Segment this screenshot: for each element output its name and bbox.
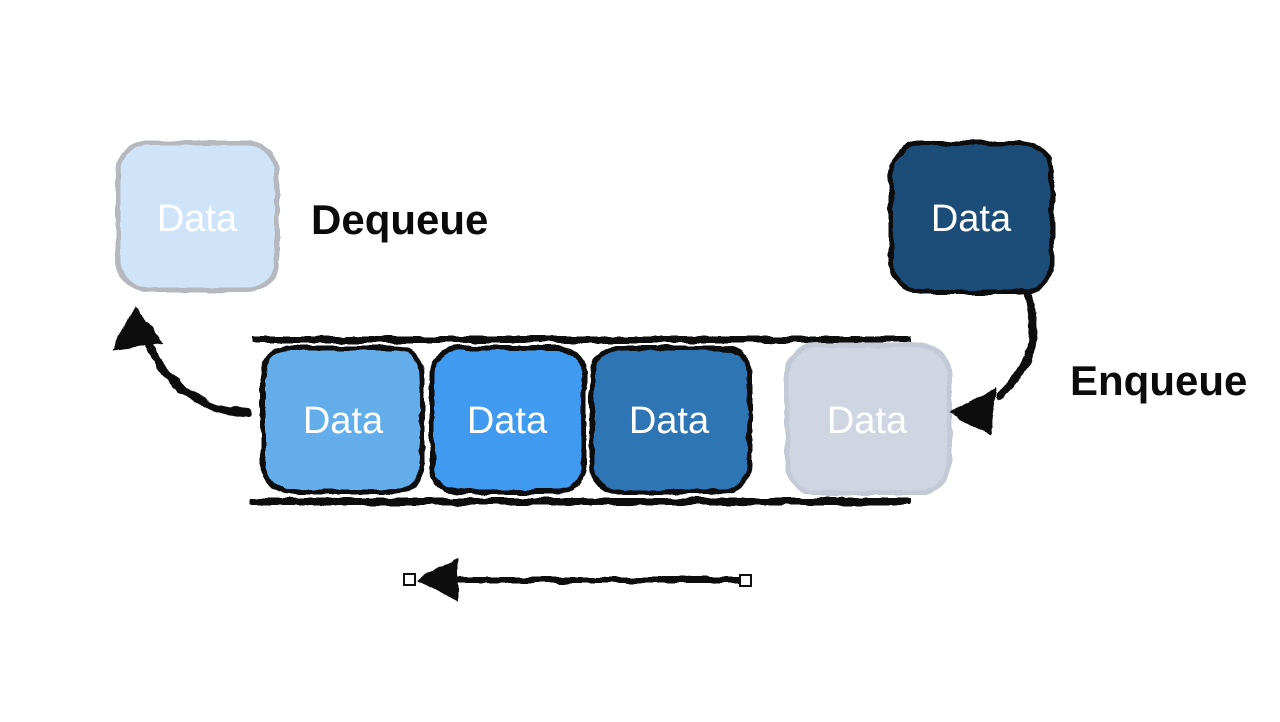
queue-rail-bottom (250, 498, 911, 505)
queue-item-label-3: Data (629, 400, 710, 442)
queue-item-box-3 (589, 345, 753, 495)
dequeued-data-box (115, 140, 280, 293)
queue-item-label-1: Data (303, 400, 384, 442)
enqueue-arrow (950, 291, 1037, 434)
enqueue-arrowhead-icon (950, 386, 997, 434)
arrow-handle-right[interactable] (739, 574, 752, 587)
incoming-data-box (888, 140, 1055, 295)
dequeued-box-label: Data (157, 198, 238, 240)
queue-item-box-1 (260, 345, 425, 495)
queue-rail-top (252, 336, 911, 343)
queue-item-label-2: Data (467, 400, 548, 442)
dequeue-label: Dequeue (311, 196, 488, 243)
queue-item-box-4 (784, 342, 952, 496)
dequeue-arrow (113, 306, 253, 417)
dequeue-arrow-line (144, 338, 253, 417)
enqueue-label: Enqueue (1070, 357, 1247, 404)
direction-arrowhead-icon (416, 558, 458, 602)
queue-item-label-4: Data (827, 400, 908, 442)
dequeue-arrowhead-icon (113, 306, 163, 350)
queue-item-box-2 (429, 345, 587, 495)
enqueue-arrow-line (996, 291, 1037, 400)
incoming-box-label: Data (931, 198, 1012, 240)
arrow-handle-left[interactable] (403, 573, 416, 586)
direction-arrow (403, 558, 752, 602)
